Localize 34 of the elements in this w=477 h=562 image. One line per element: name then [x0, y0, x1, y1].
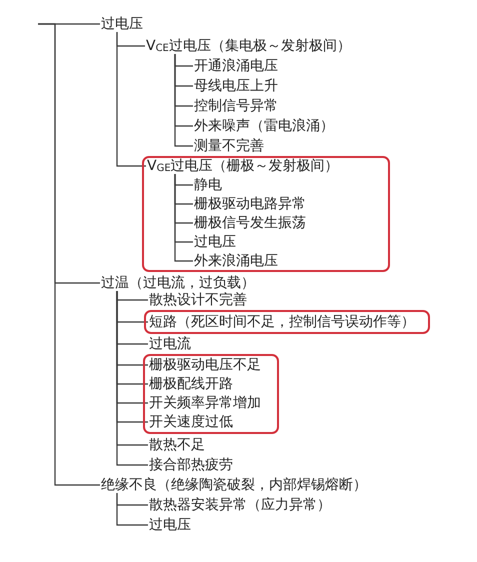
highlight-frame [143, 354, 279, 434]
tree-item: 散热器安装异常（应力异常） [148, 497, 332, 513]
tree-connector [174, 174, 193, 262]
tree-item: 短路（死区时间不足，控制信号误动作等） [148, 314, 416, 330]
tree-item: 静电 [193, 177, 223, 193]
tree-item: 栅极信号发生振荡 [193, 215, 307, 231]
tree-connector [116, 493, 148, 526]
tree-item: V$_{GE}$过电压（栅极～发射极间） [146, 158, 340, 174]
tree-item: 外来噪声（雷电浪涌） [193, 118, 335, 134]
tree-item: 过电流 [148, 336, 192, 352]
tree-item: 栅极驱动电路异常 [193, 196, 307, 212]
highlight-frame [144, 310, 430, 334]
tree-item: V$_{CE}$过电压（集电极～发射极间） [145, 38, 352, 54]
tree-item: 散热设计不完善 [148, 292, 248, 308]
tree-item: 控制信号异常 [193, 98, 279, 114]
tree-connector [38, 23, 100, 486]
tree-item: 过电压 [100, 16, 144, 32]
tree-item: 开通浪涌电压 [193, 58, 279, 74]
tree-item: 开关频率异常增加 [148, 395, 262, 411]
tree-item: 接合部热疲劳 [148, 457, 234, 473]
tree-item: 开关速度过低 [148, 414, 234, 430]
tree-item: 母线电压上升 [193, 78, 279, 94]
tree-item: 过电压 [193, 234, 237, 250]
highlight-frame [142, 156, 390, 272]
tree-item: 外来浪涌电压 [193, 253, 279, 269]
tree-item: 测量不完善 [193, 138, 265, 154]
tree-item: 绝缘不良（绝缘陶瓷破裂，内部焊锡熔断） [100, 477, 368, 493]
tree-connector [116, 32, 146, 167]
tree-item: 过温（过电流，过负载） [100, 275, 256, 291]
tree-item: 散热不足 [148, 437, 206, 453]
tree-item: 栅极配线开路 [148, 376, 234, 392]
tree-item: 栅极驱动电压不足 [148, 357, 262, 373]
tree-connector [174, 54, 193, 147]
tree-item: 过电压 [148, 517, 192, 533]
